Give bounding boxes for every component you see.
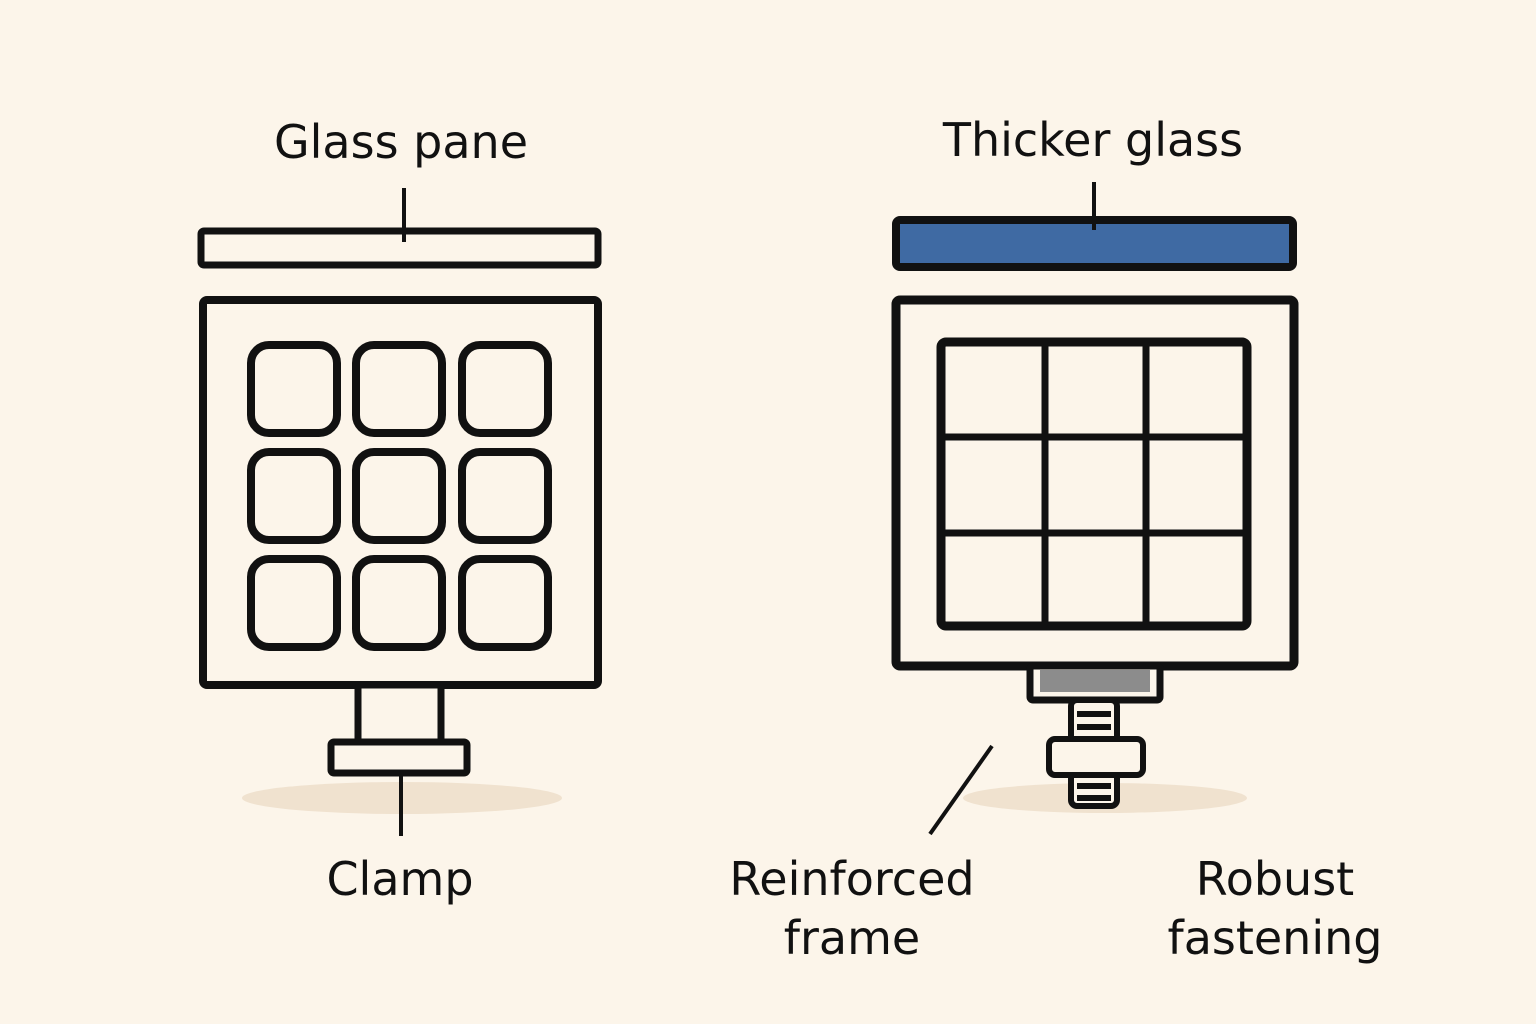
robust-fastening-label-line2: fastening [1168, 911, 1383, 965]
reinforced-panel-group: Thicker glass Reinforced frame Robust fa… [729, 113, 1382, 965]
standard-clamp-plate [327, 738, 471, 777]
reinforced-frame-label-line2: frame [784, 911, 920, 965]
standard-cell [247, 448, 341, 544]
thicker-glass-label: Thicker glass [942, 113, 1243, 167]
robust-fastening-bolt [1046, 697, 1146, 809]
standard-cell [247, 555, 341, 651]
robust-fastening-label-line1: Robust [1196, 852, 1354, 906]
standard-clamp-post [354, 681, 445, 746]
standard-glass-pane [197, 227, 602, 269]
clamp-label: Clamp [326, 852, 473, 906]
reinforced-frame-label-line1: Reinforced [729, 852, 974, 906]
glass-pane-label: Glass pane [274, 115, 528, 169]
reinforced-clamp-plate [1040, 670, 1150, 692]
standard-cell [352, 341, 446, 437]
standard-cell [458, 555, 552, 651]
standard-panel-group: Glass pane Clamp [197, 115, 602, 906]
reinforced-frame-leader-line [928, 744, 994, 836]
standard-cell [352, 448, 446, 544]
standard-cell [247, 341, 341, 437]
standard-cell [458, 448, 552, 544]
standard-cell-grid [247, 341, 552, 651]
reinforced-cell-grid [936, 337, 1252, 631]
reinforced-grid-lines [941, 342, 1247, 626]
standard-cell [458, 341, 552, 437]
standard-cell [352, 555, 446, 651]
bolt-nut [1046, 736, 1146, 778]
